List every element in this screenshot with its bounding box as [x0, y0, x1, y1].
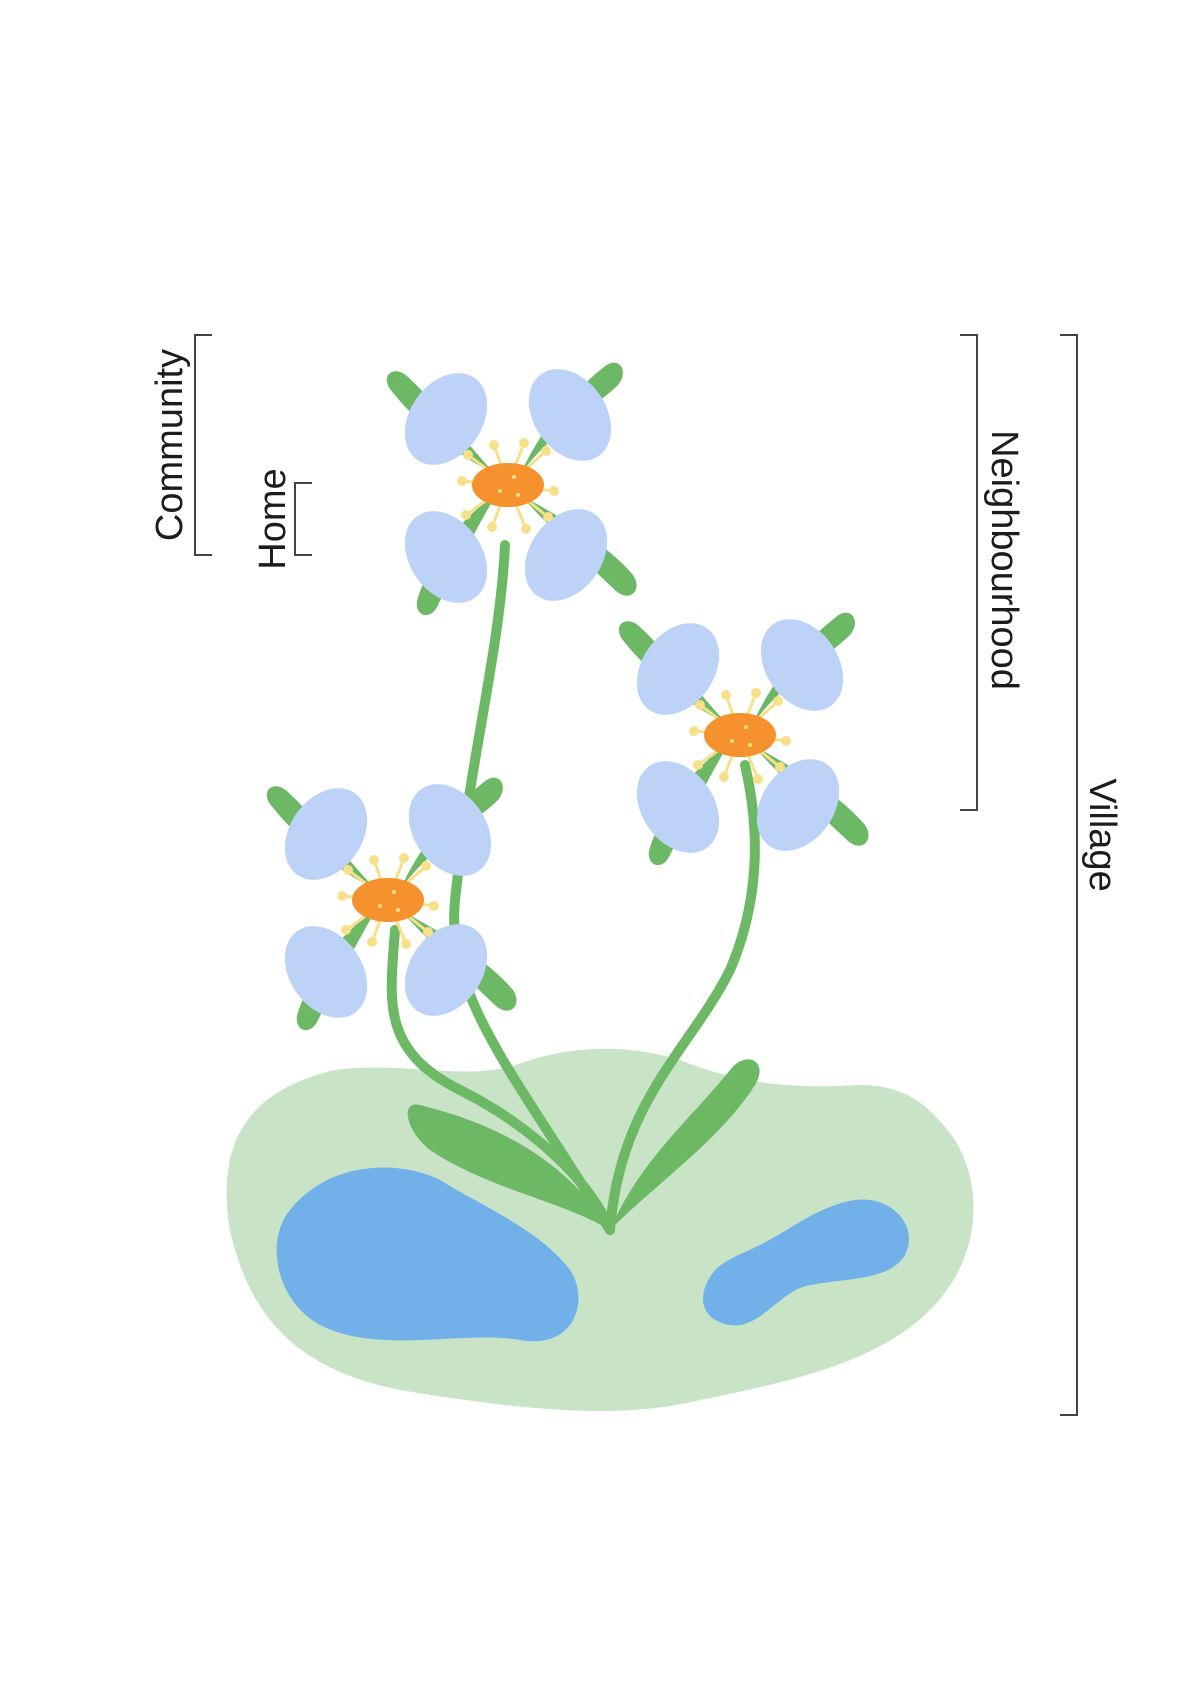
- community-bracket: [194, 334, 212, 556]
- neighbourhood-bracket: [960, 334, 978, 811]
- home-bracket: [294, 482, 312, 556]
- village-label: Village: [1081, 778, 1123, 891]
- flower-icon: [619, 603, 869, 868]
- leaf-icon: [407, 1104, 610, 1230]
- flower-icon: [387, 353, 637, 618]
- stem: [605, 760, 760, 1235]
- community-label: Community: [149, 349, 191, 541]
- pond-icon: [276, 1167, 579, 1342]
- stem: [386, 925, 615, 1235]
- home-label: Home: [252, 468, 294, 569]
- stem: [449, 540, 615, 1235]
- flower-stems: [386, 540, 760, 1235]
- pond-icon: [703, 1199, 909, 1326]
- village-bracket: [1060, 334, 1078, 1416]
- leaf-icon: [610, 1059, 760, 1230]
- neighbourhood-label: Neighbourhood: [983, 430, 1025, 690]
